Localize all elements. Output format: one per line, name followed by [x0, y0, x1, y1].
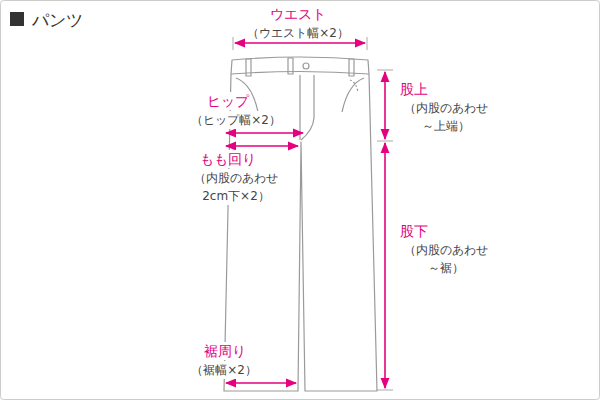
- dimension-name: もも回り: [198, 150, 258, 168]
- dimension-note: （内股のあわせ ～上端）: [402, 99, 490, 135]
- dimension-note: （ヒップ幅×2）: [189, 111, 283, 129]
- title: パンツ: [32, 9, 83, 31]
- dimension-note: （内股のあわせ ～裾）: [402, 241, 490, 277]
- dimension-name: 裾周り: [202, 342, 248, 360]
- dimension-name: 股上: [398, 80, 430, 98]
- dimension-ticks: [233, 37, 393, 390]
- dimension-name: ヒップ: [205, 92, 251, 110]
- dimension-note: （内股のあわせ 2cm下×2）: [192, 169, 280, 205]
- dimension-note: （裾幅×2）: [189, 361, 259, 379]
- title-square: [10, 12, 24, 26]
- dimension-note: （ウエスト幅×2）: [245, 24, 351, 42]
- dimension-name: 股下: [398, 222, 430, 240]
- dimension-name: ウエスト: [268, 5, 328, 23]
